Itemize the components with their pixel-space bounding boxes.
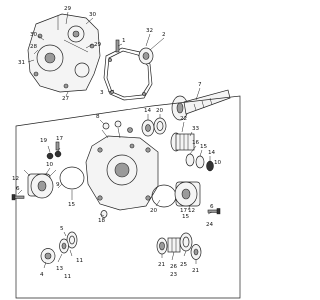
callout-10-left: 10 [46,162,54,168]
bearing-bottom-left [66,231,78,249]
crankcase-cover [27,13,101,93]
callout-30-top: 30 [89,12,97,18]
callout-7: 7 [198,82,202,88]
bolt-left [11,194,25,201]
callout-labels: 29 30 30 28 31 29 27 1 32 2 3 7 14 20 22… [12,6,222,280]
callout-12-left: 12 [12,176,19,182]
callout-4: 4 [40,272,44,278]
bearing-right [153,117,167,135]
callout-23: 23 [170,272,178,278]
callout-15-mid: 15 [182,214,190,220]
seal-bottom-right [190,244,202,260]
callout-2: 2 [162,32,166,38]
grease-fitting [46,141,62,160]
bolt-set-top [102,120,133,133]
callout-31: 31 [18,60,26,66]
callout-21-b: 21 [192,268,200,274]
bearing-housing-left [23,169,57,199]
o-ring-right [151,184,177,208]
seal-bottom-left [59,238,69,254]
lower-assembly-frame [15,95,241,299]
stud-bolt [115,39,120,53]
drive-shaft [183,89,231,115]
callout-6: 6 [16,186,20,192]
bearing-bottom-right [179,232,193,252]
gear-bottom-right [156,237,168,255]
callout-16: 16 [192,140,200,146]
callout-22: 22 [180,116,187,122]
bearing-housing-right [174,181,201,207]
callout-5: 5 [60,226,64,232]
callout-14-right: 14 [144,108,152,114]
callout-29-top: 29 [64,6,72,12]
oil-seal-upper [138,47,154,65]
callout-26: 26 [170,264,178,270]
callout-18: 18 [98,218,106,224]
callout-3: 3 [100,90,104,96]
callout-29-right: 29 [94,42,102,48]
gear-pinion [170,132,195,152]
o-ring-left [59,166,85,190]
callout-28: 28 [30,44,38,50]
callout-1: 1 [122,38,126,44]
callout-10-right: 10 [214,160,222,166]
exploded-parts-diagram: 29 30 30 28 31 29 27 1 32 2 3 7 14 20 22… [11,6,241,299]
callout-25: 25 [180,262,188,268]
callout-11-a: 11 [76,258,84,264]
washer-housing [100,210,108,218]
callout-20-mid: 20 [150,208,158,214]
callout-6-right: 6 [210,204,214,210]
callout-17-right: 17 [180,208,188,214]
callout-12-right: 12 [188,208,195,214]
nut-right [206,160,214,172]
callout-13: 13 [56,266,64,272]
callout-9: 9 [56,182,60,188]
pinion-bottom-right [167,237,181,253]
callout-27: 27 [62,96,70,102]
callout-32: 32 [146,28,153,34]
callout-11-b: 11 [64,274,72,280]
callout-15-right: 15 [200,144,208,150]
bolt-right [207,208,221,215]
callout-8: 8 [96,114,100,120]
callout-33: 33 [192,126,200,132]
callout-21-a: 21 [158,262,166,268]
callout-14-far: 14 [208,150,216,156]
callout-24: 24 [206,222,214,228]
callout-19: 19 [40,138,48,144]
callout-30-left: 30 [30,32,38,38]
leader-lines [17,11,213,269]
cap-bottom-left [40,248,56,264]
gear-case-housing [85,127,159,211]
callout-17: 17 [56,136,64,142]
spacer-shim [185,153,205,169]
callout-15-left: 15 [68,202,76,208]
callout-20-right: 20 [156,108,164,114]
oil-seal-right [141,119,155,137]
